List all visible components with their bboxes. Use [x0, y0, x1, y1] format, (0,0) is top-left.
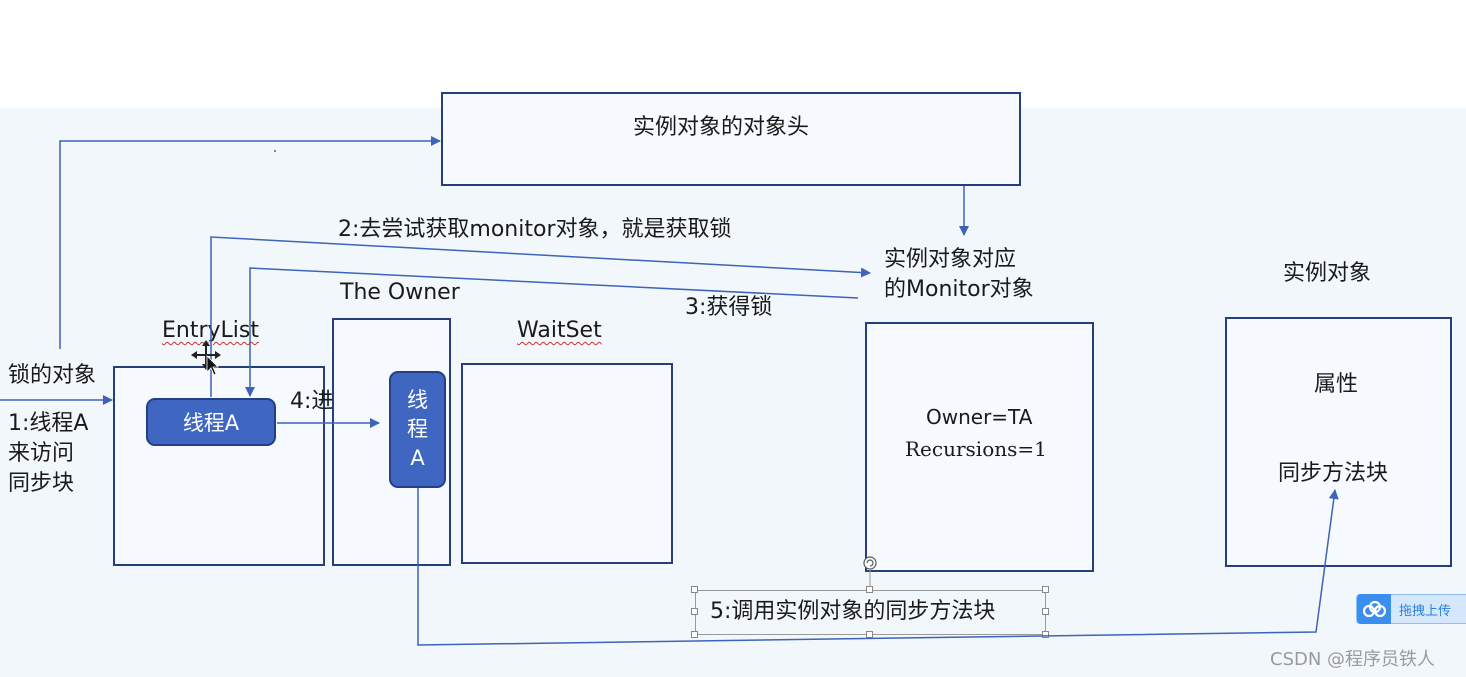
monitor-caption-line1: 实例对象对应: [884, 247, 1017, 272]
waitset-box: [461, 363, 673, 564]
step1-line2: 来访问: [8, 441, 75, 466]
resize-handle-tr[interactable]: [1042, 586, 1049, 593]
instance-title: 实例对象: [1283, 261, 1372, 286]
monitor-owner-field: Owner=TA: [926, 405, 1033, 429]
owner-thread-char-2: 程: [407, 417, 428, 442]
entrylist-thread-label: 线程A: [182, 411, 240, 435]
object-header-label: 实例对象的对象头: [633, 115, 810, 140]
resize-handle-br[interactable]: [1042, 631, 1049, 638]
step5-label[interactable]: 5:调用实例对象的同步方法块: [710, 599, 996, 624]
owner-thread-char-1: 线: [407, 388, 428, 413]
resize-handle-tl[interactable]: [691, 586, 698, 593]
step1-line3: 同步块: [8, 471, 75, 496]
watermark: CSDN @程序员铁人: [1270, 649, 1436, 670]
object-header-box: 实例对象的对象头: [441, 92, 1021, 186]
upload-badge-label: 拖拽上传: [1399, 603, 1452, 619]
upload-badge[interactable]: 拖拽上传: [1356, 594, 1466, 624]
step2-label: 2:去尝试获取monitor对象，就是获取锁: [338, 217, 732, 242]
cloud-upload-icon: [1357, 594, 1391, 624]
lock-object-label: 锁的对象: [8, 363, 97, 388]
step1-line1: 1:线程A: [8, 411, 89, 436]
resize-handle-bm[interactable]: [866, 631, 873, 638]
waitset-title: WaitSet: [517, 318, 602, 343]
owner-thread-char-3: A: [410, 445, 425, 470]
owner-thread-a[interactable]: 线 程 A: [389, 371, 446, 488]
resize-handle-tm[interactable]: [866, 586, 873, 593]
monitor-caption-line2: 的Monitor对象: [884, 277, 1034, 302]
instance-box: [1225, 317, 1452, 567]
resize-handle-mr[interactable]: [1042, 608, 1049, 615]
resize-handle-bl[interactable]: [691, 631, 698, 638]
entrylist-title: EntryList: [162, 318, 259, 343]
entrylist-thread-a[interactable]: 线程A: [146, 398, 276, 446]
instance-sync-method-label: 同步方法块: [1278, 461, 1389, 486]
monitor-recursions-field: Recursions=1: [905, 437, 1047, 461]
step3-label: 3:获得锁: [685, 295, 773, 320]
resize-handle-ml[interactable]: [691, 608, 698, 615]
owner-title: The Owner: [340, 280, 460, 305]
instance-attribute-label: 属性: [1314, 372, 1359, 397]
